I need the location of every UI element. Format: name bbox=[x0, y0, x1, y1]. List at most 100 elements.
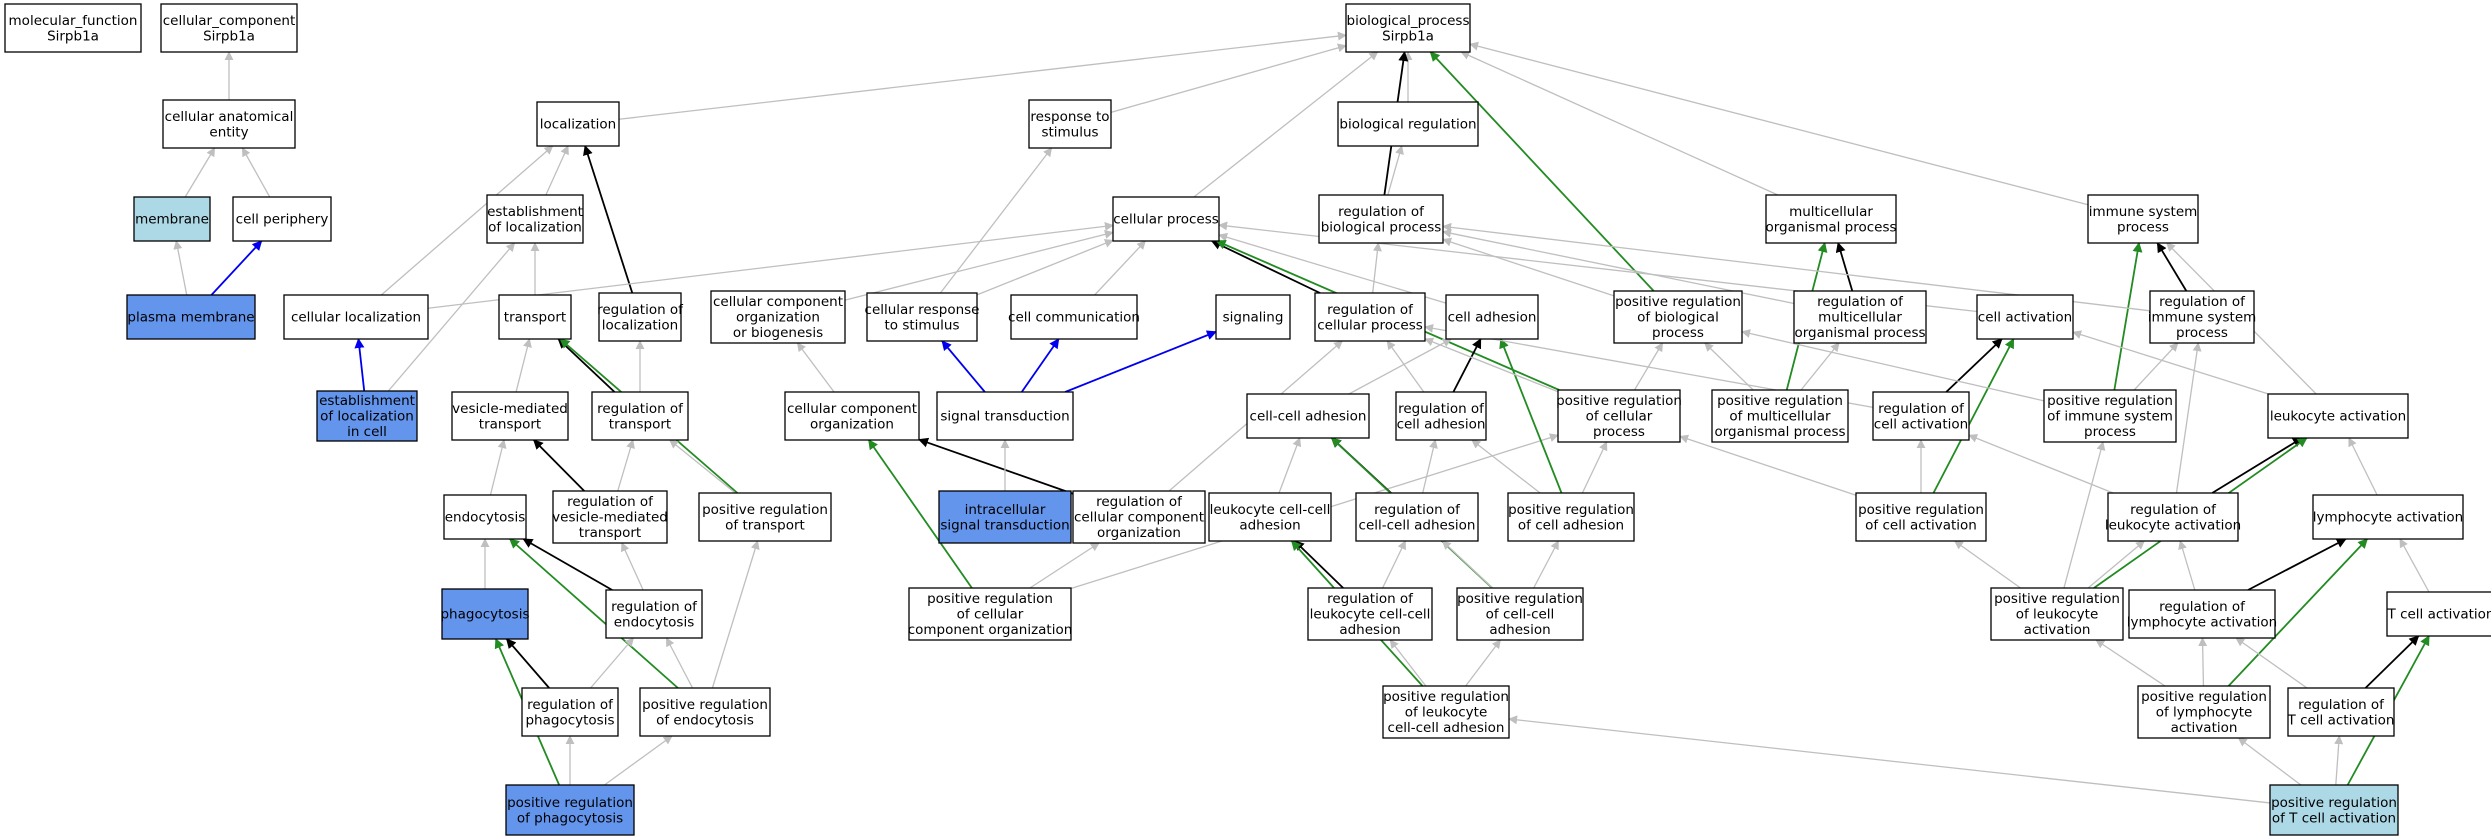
node-celladh[interactable]: cell adhesion bbox=[1445, 294, 1539, 340]
node-box bbox=[1028, 99, 1112, 149]
node-sigtrans[interactable]: signal transduction bbox=[936, 391, 1074, 441]
node-membrane[interactable]: membrane bbox=[133, 196, 211, 242]
node-label-line: leukocyte activation bbox=[2270, 409, 2406, 425]
edge-posregccorg-is_a-regccorg bbox=[1029, 542, 1100, 589]
node-label-line: biological regulation bbox=[1339, 117, 1476, 133]
edge-regmultiorg-part_of-multiorg bbox=[1835, 242, 1854, 292]
node-box bbox=[1307, 587, 1433, 641]
node-label-line: positive regulation bbox=[2047, 393, 2173, 409]
node-tcellact[interactable]: T cell activation bbox=[2386, 591, 2491, 637]
node-cellloc[interactable]: cellular localization bbox=[283, 294, 429, 340]
node-cellproc[interactable]: cellular process bbox=[1112, 196, 1220, 242]
node-label-line: of multicellular bbox=[1729, 409, 1831, 425]
node-lymphact[interactable]: lymphocyte activation bbox=[2312, 494, 2464, 540]
node-label-line: transport bbox=[479, 416, 541, 432]
node-cellact[interactable]: cell activation bbox=[1976, 294, 2074, 340]
node-transport[interactable]: transport bbox=[498, 294, 572, 340]
node-cellper[interactable]: cell periphery bbox=[232, 196, 332, 242]
node-label-line: cell activation bbox=[1978, 310, 2072, 326]
edge-resp-is_a-bp bbox=[1110, 43, 1347, 113]
node-label-line: regulation of bbox=[1398, 401, 1485, 417]
node-label-line: vesicle-mediated bbox=[552, 510, 668, 526]
edge-posregcellact-is_a-posregcp bbox=[1679, 434, 1857, 496]
node-loc[interactable]: localization bbox=[536, 101, 620, 147]
node-box bbox=[1765, 194, 1897, 244]
node-box bbox=[2312, 494, 2464, 540]
node-ccadh[interactable]: cell-cell adhesion bbox=[1246, 393, 1370, 439]
edge-sigtrans-occurs_in-signaling bbox=[1064, 330, 1217, 393]
node-label-line: positive regulation bbox=[2141, 689, 2267, 705]
edge-posregbp-positively_regulates-bp bbox=[1429, 51, 1655, 292]
node-label-line: organization bbox=[736, 310, 820, 326]
node-label-line: transport bbox=[579, 525, 641, 541]
node-label-line: of cellular bbox=[957, 607, 1024, 623]
node-endocytosis[interactable]: endocytosis bbox=[443, 494, 527, 540]
node-signaling[interactable]: signaling bbox=[1215, 294, 1291, 340]
edge-posregcelladh-is_a-posregcp bbox=[1581, 441, 1608, 494]
node-box bbox=[710, 290, 846, 344]
node-box bbox=[2137, 685, 2271, 739]
node-regtcellact[interactable]: regulation ofT cell activation bbox=[2287, 687, 2395, 737]
node-label-line: intracellular bbox=[965, 502, 1046, 518]
node-box bbox=[1976, 294, 2074, 340]
node-box bbox=[316, 390, 418, 442]
node-phago[interactable]: phagocytosis bbox=[440, 588, 530, 640]
node-plasmamem[interactable]: plasma membrane bbox=[126, 294, 256, 340]
node-biolreg[interactable]: biological regulation bbox=[1337, 101, 1479, 147]
node-cellcomm[interactable]: cell communication bbox=[1008, 294, 1140, 340]
node-label-line: establishment bbox=[319, 393, 415, 409]
node-label-line: vesicle-mediated bbox=[452, 401, 568, 417]
node-label-line: of cellular bbox=[1586, 409, 1653, 425]
node-box bbox=[639, 687, 771, 737]
node-leukact[interactable]: leukocyte activation bbox=[2267, 393, 2409, 439]
node-box bbox=[451, 391, 569, 441]
node-label-line: phagocytosis bbox=[440, 607, 529, 623]
